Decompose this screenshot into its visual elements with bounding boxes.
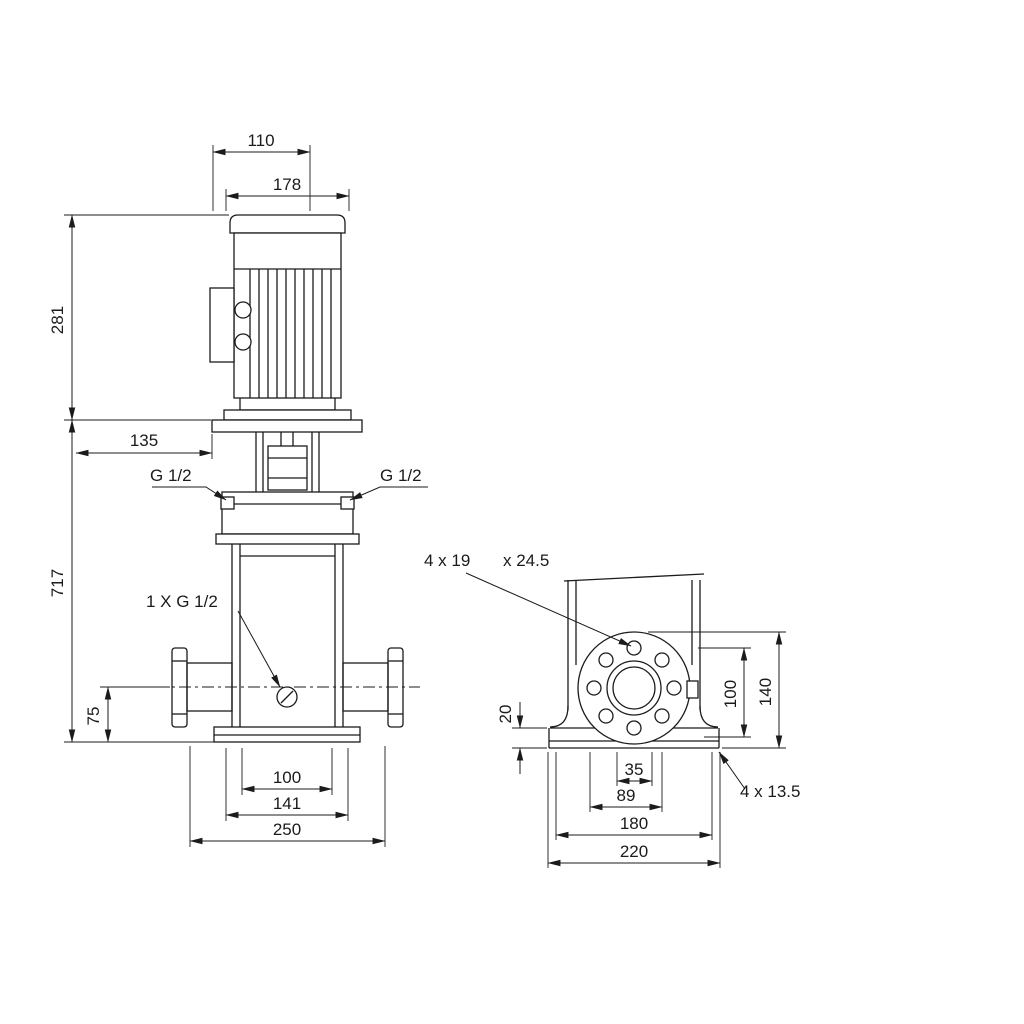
label-flange-counterbore: x 24.5	[503, 551, 549, 570]
cable-entry-hole	[234, 301, 252, 319]
front-dimensions: 110 178 281 717 135 G 1/2 G 1/2	[48, 131, 428, 847]
motor-body	[233, 232, 342, 399]
cable-entry-hole	[234, 333, 252, 351]
dim-label-281: 281	[48, 306, 67, 334]
dim-label-110: 110	[247, 131, 274, 150]
leader-plug-left	[152, 486, 227, 501]
coupling	[267, 445, 308, 491]
motor	[209, 214, 352, 421]
flange-bore-chamfer	[612, 666, 656, 710]
side-view: 4 x 19 x 24.5 20 100 140 4 x 13.5	[424, 551, 801, 868]
dim-label-180: 180	[620, 814, 648, 833]
flange-bolt-hole	[666, 680, 682, 696]
base-front	[213, 726, 361, 743]
dim-label-135: 135	[130, 431, 158, 450]
flange-bolt-hole	[626, 640, 642, 656]
dim-label-100-side: 100	[721, 680, 740, 708]
dim-label-20: 20	[496, 705, 515, 724]
motor-stool-coupling	[211, 419, 363, 492]
front-view: 110 178 281 717 135 G 1/2 G 1/2	[48, 131, 428, 847]
flange-bolt-hole	[654, 652, 670, 668]
dim-label-100-front: 100	[273, 768, 301, 787]
suction-discharge-flanges	[156, 647, 420, 728]
right-flange-plate	[387, 647, 404, 728]
head-flange	[215, 533, 360, 545]
dim-label-141: 141	[273, 794, 301, 813]
motor-top-cap	[229, 214, 346, 234]
pump-body-side	[549, 573, 719, 728]
label-plug-right: G 1/2	[380, 466, 422, 485]
flange-bolt-hole	[586, 680, 602, 696]
flange-bolt-hole	[626, 720, 642, 736]
dim-label-35: 35	[625, 760, 644, 779]
flange-bolt-hole	[598, 708, 614, 724]
motor-stool-plate	[211, 419, 363, 433]
dim-label-89: 89	[617, 786, 636, 805]
leader-base-holes	[718, 751, 746, 790]
leader-drain-plug	[237, 610, 281, 688]
label-drain-plug: 1 X G 1/2	[146, 592, 218, 611]
motor-cooling-fins	[249, 269, 332, 398]
break-line	[563, 573, 705, 582]
port-flange-face	[577, 631, 699, 745]
label-plug-left: G 1/2	[150, 466, 192, 485]
dim-label-140: 140	[756, 678, 775, 706]
dim-label-75: 75	[84, 707, 103, 726]
dim-label-717: 717	[48, 569, 67, 597]
dim-label-178: 178	[273, 175, 301, 194]
vent-plug-left	[220, 496, 235, 510]
side-dimensions: 4 x 19 x 24.5 20 100 140 4 x 13.5	[424, 551, 801, 868]
pump-head-body	[221, 491, 354, 535]
dim-label-220: 220	[620, 842, 648, 861]
left-flange-plate	[171, 647, 188, 728]
leader-flange-holes	[465, 572, 632, 647]
pump-head	[215, 491, 360, 545]
flange-bore-circle	[606, 660, 662, 716]
leader-plug-right	[349, 486, 428, 501]
flange-bolt-hole	[654, 708, 670, 724]
terminal-box	[209, 287, 235, 363]
motor-flange	[223, 409, 352, 421]
flange-bolt-hole	[598, 652, 614, 668]
label-base-holes: 4 x 13.5	[740, 782, 801, 801]
label-flange-holes: 4 x 19	[424, 551, 470, 570]
gauge-tapping	[686, 680, 699, 699]
dim-label-250: 250	[273, 820, 301, 839]
